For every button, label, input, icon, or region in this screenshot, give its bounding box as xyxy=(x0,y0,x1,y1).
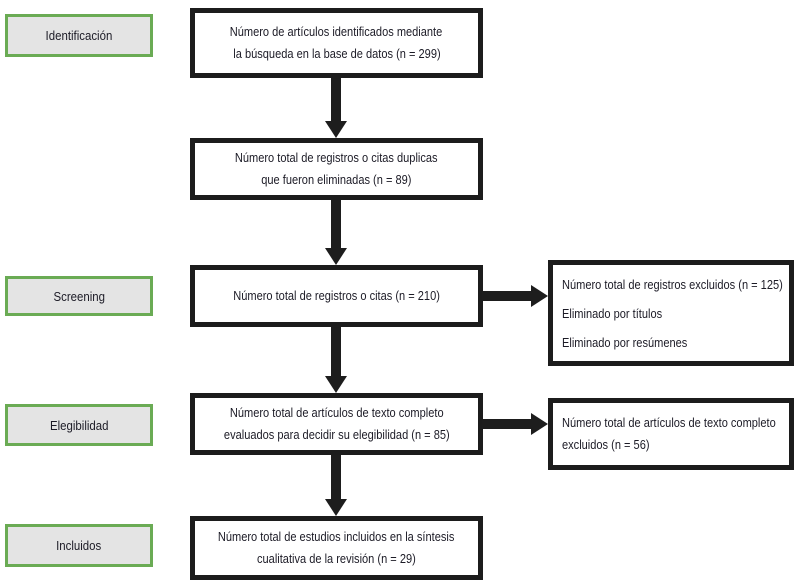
down-arrow-icon xyxy=(325,200,347,265)
side-box-text-line: Eliminado por títulos xyxy=(562,305,663,321)
flow-box-text-line: Número total de estudios incluidos en la… xyxy=(218,529,455,544)
arrow-head xyxy=(325,499,347,516)
side-box-text-line: Número total de artículos de texto compl… xyxy=(562,415,776,430)
arrow-head xyxy=(325,248,347,265)
side-box-text-line: excluidos (n = 56) xyxy=(562,437,650,452)
flow-box-identified-articles: Número de artículos identificados median… xyxy=(190,8,483,78)
side-box-text-line: Número total de registros excluidos (n =… xyxy=(562,276,783,292)
right-arrow-icon xyxy=(482,413,548,435)
flow-box-text-line: la búsqueda en la base de datos (n = 299… xyxy=(232,46,441,61)
arrow-stem xyxy=(331,327,341,378)
arrow-head xyxy=(531,285,548,307)
flow-box-text-line: evaluados para decidir su elegibilidad (… xyxy=(223,427,450,442)
arrow-stem xyxy=(331,200,341,250)
stage-label-identification: Identificación xyxy=(5,14,153,57)
arrow-stem xyxy=(482,419,533,429)
stage-label-included: Incluidos xyxy=(5,524,153,567)
flow-box-text-line: Número de artículos identificados median… xyxy=(230,24,443,39)
arrow-head xyxy=(531,413,548,435)
stage-label-text: Elegibilidad xyxy=(49,417,109,433)
flow-box-text-line: que fueron eliminadas (n = 89) xyxy=(261,172,412,187)
arrow-head xyxy=(325,121,347,138)
flow-box-text-line: cualitativa de la revisión (n = 29) xyxy=(257,551,416,566)
arrow-head xyxy=(325,376,347,393)
flow-box-text-line: Número total de registros o citas duplic… xyxy=(235,150,438,165)
stage-label-text: Incluidos xyxy=(56,538,102,553)
flow-box-text-line: Número total de registros o citas (n = 2… xyxy=(233,288,440,303)
stage-label-text: Identificación xyxy=(45,28,113,43)
down-arrow-icon xyxy=(325,78,347,138)
flow-box-text-line: Número total de artículos de texto compl… xyxy=(229,405,444,420)
stage-label-screening: Screening xyxy=(5,276,153,316)
side-box-records-excluded: Número total de registros excluidos (n =… xyxy=(548,260,794,366)
side-box-fulltext-excluded: Número total de artículos de texto compl… xyxy=(548,398,794,470)
flow-box-studies-included: Número total de estudios incluidos en la… xyxy=(190,516,483,580)
flow-box-records-screened: Número total de registros o citas (n = 2… xyxy=(190,265,483,327)
flow-box-fulltext-assessed: Número total de artículos de texto compl… xyxy=(190,393,483,455)
down-arrow-icon xyxy=(325,455,347,516)
flow-box-duplicates-removed: Número total de registros o citas duplic… xyxy=(190,138,483,200)
arrow-stem xyxy=(331,78,341,123)
arrow-stem xyxy=(482,291,533,301)
side-box-text-line: Eliminado por resúmenes xyxy=(562,334,688,350)
stage-label-eligibility: Elegibilidad xyxy=(5,404,153,446)
right-arrow-icon xyxy=(482,285,548,307)
down-arrow-icon xyxy=(325,327,347,393)
stage-label-text: Screening xyxy=(53,288,105,304)
arrow-stem xyxy=(331,455,341,501)
